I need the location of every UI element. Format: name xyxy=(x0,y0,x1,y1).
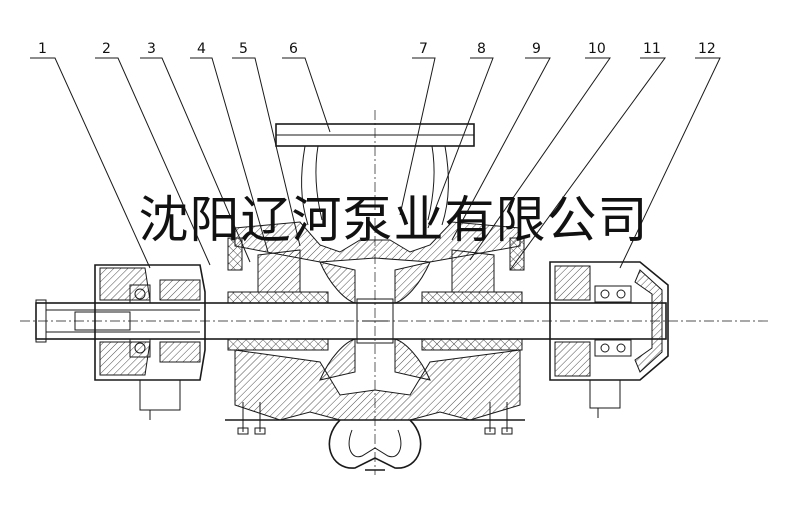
part-label-7: 7 xyxy=(419,41,428,57)
part-label-9: 9 xyxy=(532,41,541,57)
part-label-1: 1 xyxy=(38,41,47,57)
part-label-10: 10 xyxy=(588,41,606,57)
right-bearing-housing xyxy=(549,261,669,418)
part-label-12: 12 xyxy=(698,41,716,57)
shaft-sleeves xyxy=(227,291,523,351)
leader-lines xyxy=(30,57,721,271)
part-label-6: 6 xyxy=(289,41,298,57)
discharge-nozzle xyxy=(275,110,475,475)
left-bearing-housing xyxy=(94,264,206,420)
lower-casing xyxy=(225,349,525,471)
company-watermark: 沈阳辽河泵业有限公司 xyxy=(138,191,649,249)
casing-bolts xyxy=(237,402,513,435)
part-label-11: 11 xyxy=(643,41,661,57)
part-label-3: 3 xyxy=(147,41,156,57)
part-number-labels: 1 2 3 4 5 6 7 8 9 10 11 12 xyxy=(38,41,716,57)
impellers xyxy=(319,261,431,381)
shaft xyxy=(20,299,770,343)
part-label-5: 5 xyxy=(239,41,248,57)
upper-casing xyxy=(227,221,525,293)
part-label-2: 2 xyxy=(102,41,111,57)
part-label-4: 4 xyxy=(197,41,206,57)
part-label-8: 8 xyxy=(477,41,486,57)
